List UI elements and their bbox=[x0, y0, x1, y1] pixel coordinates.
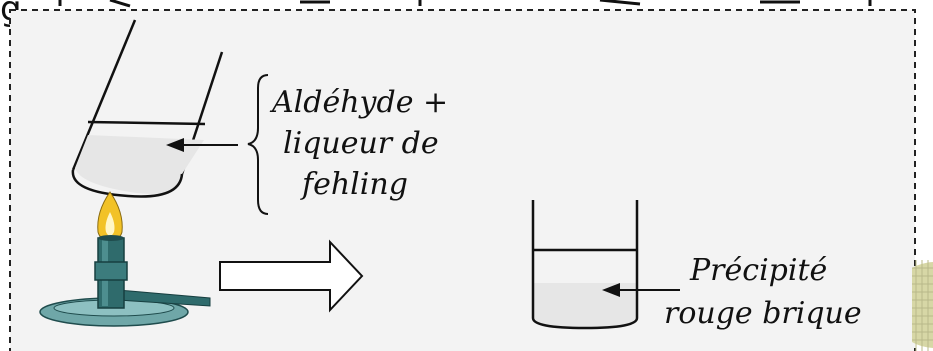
label-tube1-line1: Aldéhyde + bbox=[269, 85, 448, 120]
arrow-right-icon bbox=[219, 239, 364, 313]
flame-icon bbox=[97, 191, 123, 241]
pointer-arrow-beaker bbox=[602, 283, 680, 297]
grid-tile-decoration bbox=[912, 260, 933, 351]
label-beaker-line2: rouge brique bbox=[664, 296, 862, 331]
beaker-icon bbox=[531, 200, 639, 330]
clipped-top-glyphs bbox=[58, 0, 872, 8]
label-tube1-line2: liqueur de bbox=[283, 126, 439, 161]
brace-icon bbox=[247, 74, 269, 215]
label-beaker-line1: Précipité bbox=[689, 253, 827, 288]
pointer-arrow-tube1 bbox=[166, 138, 238, 152]
label-tube1-line3: fehling bbox=[300, 167, 408, 202]
test-tube-icon bbox=[71, 19, 224, 198]
bunsen-burner-icon bbox=[39, 235, 211, 327]
